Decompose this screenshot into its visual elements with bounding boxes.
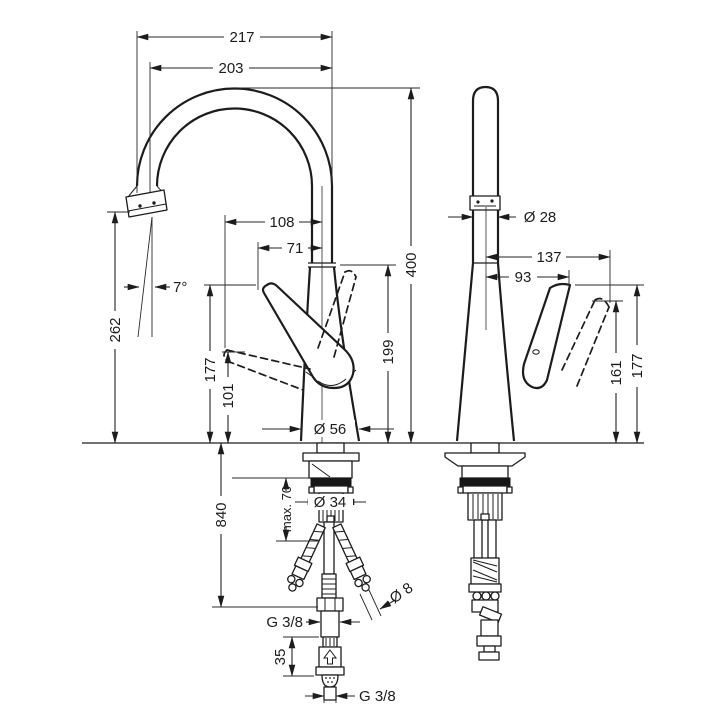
front-spout [125, 87, 334, 458]
dim-label-shank-diameter: Ø 34 [314, 494, 347, 511]
front-handle-dashed-up [317, 271, 346, 349]
valve-strainer [321, 674, 339, 688]
side-handle [521, 282, 610, 390]
right-supply-hose [332, 523, 371, 592]
dim-label-valve-length: 35 [272, 649, 289, 666]
dim-spout-height: 262 [107, 211, 130, 444]
dim-label-handle-reach-min: 93 [515, 269, 532, 286]
dim-label-max-counter-thickness: max. 70 [279, 486, 294, 532]
side-handle-dashed [576, 306, 610, 387]
dim-label-spout-offset: 108 [269, 214, 294, 231]
dim-label-side-handle-height-max: 177 [629, 353, 646, 378]
aerator-dot [138, 204, 142, 208]
dim-spout-diameter: Ø 28 [448, 209, 556, 226]
dim-handle-reach-max: 137 [485, 249, 611, 303]
dim-handle-height-min: 101 [220, 351, 245, 444]
left-supply-hose [287, 523, 326, 592]
dim-label-handle-height-max-front: 177 [202, 357, 219, 382]
dim-label-spout-angle: 7° [173, 279, 187, 296]
front-check-valve [315, 610, 345, 701]
aerator-dot [152, 201, 156, 205]
dim-spout-angle: 7° [124, 216, 187, 338]
dim-label-hose-diameter: Ø 8 [387, 579, 417, 607]
dim-label-handle-reach-max: 137 [536, 249, 561, 266]
side-handle-dashed [561, 299, 596, 371]
flow-direction-icon [323, 649, 337, 665]
hex-nut [316, 597, 344, 612]
dim-handle-offset: 71 [257, 240, 323, 290]
dim-side-handle-height-max: 177 [575, 284, 646, 444]
gasket [459, 477, 511, 487]
dim-label-handle-height-min: 101 [220, 383, 237, 408]
side-handle-dashed [594, 297, 610, 308]
front-view [125, 87, 371, 701]
gasket [310, 477, 352, 487]
front-handle-dashed-down [226, 360, 304, 391]
dim-spout-offset: 108 [224, 214, 323, 348]
dim-label-hose-length: 840 [213, 502, 230, 527]
dim-shank-diameter: Ø 34 [295, 494, 366, 511]
dim-max-counter-thickness: max. 70 [232, 477, 318, 542]
dim-hose-length: 840 [212, 442, 318, 608]
dim-valve-thread: G 3/8 [305, 688, 396, 705]
front-handle-dashed-down [226, 349, 311, 370]
dim-label-total-height: 400 [403, 252, 420, 277]
dim-label-base-diameter: Ø 56 [314, 421, 347, 438]
dim-reach-outer: 217 [136, 29, 333, 193]
dim-total-height: 400 [240, 87, 420, 444]
dim-label-spout-diameter: Ø 28 [524, 209, 557, 226]
side-view [444, 85, 610, 661]
front-handle-dashed-up [344, 269, 357, 278]
side-undercounter [444, 442, 526, 661]
dimensions: 217 203 400 199 108 [107, 29, 646, 705]
dim-valve-length: 35 [272, 636, 319, 677]
dim-body-height: 199 [340, 264, 397, 444]
front-hoses [287, 521, 371, 612]
dim-base-diameter: Ø 56 [262, 420, 394, 438]
dim-label-valve-thread: G 3/8 [359, 688, 396, 705]
dim-label-body-height: 199 [380, 339, 397, 364]
dim-handle-reach-min: 93 [485, 269, 570, 288]
dim-label-reach-inner: 203 [218, 60, 243, 77]
dim-reach-inner: 203 [149, 60, 333, 193]
front-handle-dashed-up [333, 276, 357, 358]
strainer-dots [325, 677, 335, 683]
dim-handle-height-max-front: 177 [202, 284, 256, 444]
dim-label-reach-outer: 217 [229, 29, 254, 46]
dim-label-side-handle-height-min: 161 [608, 360, 625, 385]
dim-hose-thread: G 3/8 [266, 614, 360, 631]
dim-side-handle-height-min: 161 [592, 300, 625, 444]
side-body [455, 262, 516, 442]
dim-label-hose-thread: G 3/8 [266, 614, 303, 631]
side-spout [469, 85, 501, 330]
dim-label-spout-height: 262 [107, 317, 124, 342]
dim-label-handle-offset: 71 [287, 240, 304, 257]
